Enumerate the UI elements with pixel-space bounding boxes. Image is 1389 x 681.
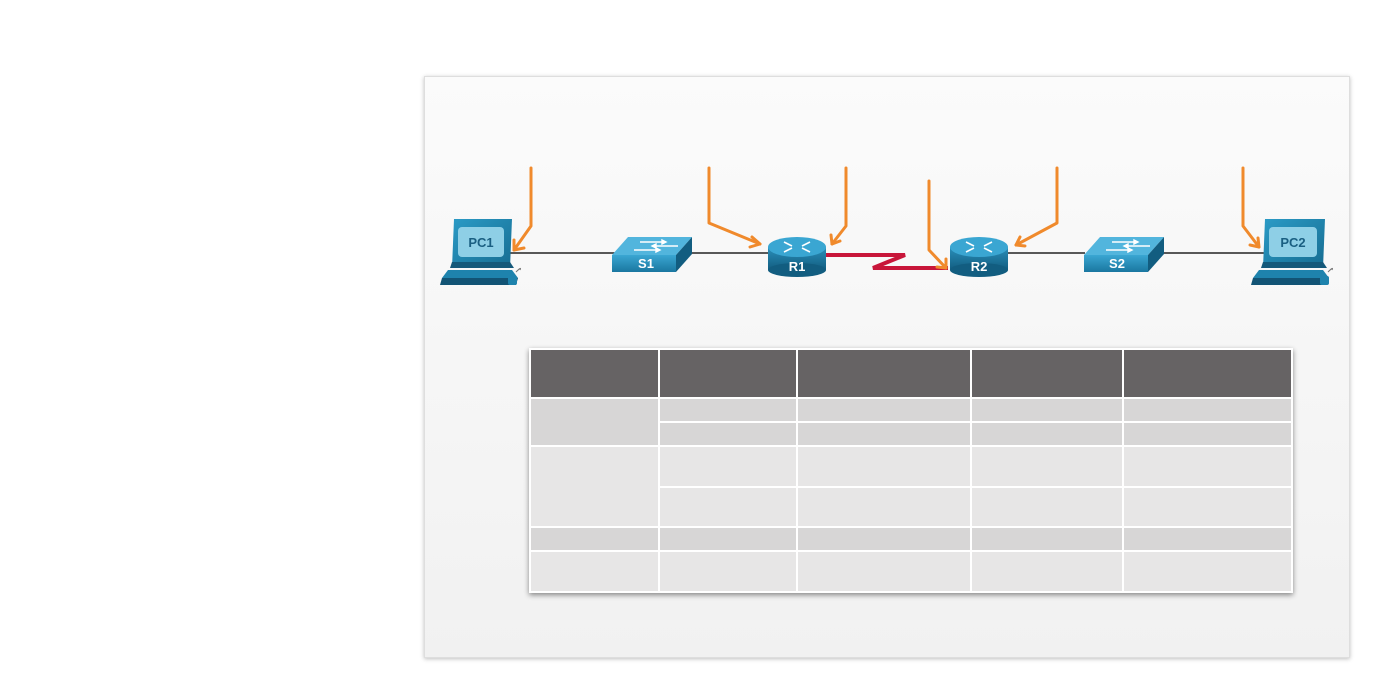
table-cell: [658, 526, 798, 553]
pointer-arrow-icon: [1241, 166, 1261, 249]
pointer-arrow-icon: [512, 166, 533, 252]
s1-device[interactable]: S1: [612, 237, 692, 272]
table-cell: [970, 485, 1124, 529]
router-icon: [950, 237, 1008, 277]
table-cell: [1122, 485, 1293, 529]
router-icon: [768, 237, 826, 277]
r1-label: R1: [789, 259, 806, 274]
pc-icon: [1251, 219, 1333, 285]
table-cell: [796, 444, 972, 488]
device-cell: [529, 397, 660, 447]
header-cell: [529, 347, 660, 400]
header-cell: [658, 347, 798, 400]
pointer-arrow-icon: [1014, 166, 1059, 248]
s1-label: S1: [638, 256, 654, 271]
pointer-arrow-icon: [707, 166, 762, 249]
table-cell: [1122, 526, 1293, 553]
device-cell: [529, 444, 660, 529]
r1-device[interactable]: R1: [768, 237, 826, 277]
table-row: [529, 550, 1293, 593]
table-cell: [970, 421, 1124, 447]
table-cell: [970, 526, 1124, 553]
links: [505, 252, 1265, 270]
pc1-device[interactable]: PC1: [440, 219, 521, 285]
addressing-table: [529, 347, 1293, 593]
table-row: [530, 485, 1293, 529]
pc2-device[interactable]: PC2: [1251, 219, 1333, 285]
device-cell: [529, 526, 660, 553]
table-cell: [796, 485, 972, 529]
table-header-row: [529, 347, 1293, 400]
s2-device[interactable]: S2: [1084, 237, 1164, 272]
device-cell: [529, 550, 660, 593]
table-row: [529, 444, 1293, 529]
table-cell: [1122, 421, 1293, 447]
pointer-arrow-icon: [927, 179, 948, 270]
table-cell: [796, 526, 972, 553]
table-cell: [658, 550, 798, 593]
table-cell: [970, 550, 1124, 593]
table-row: [529, 397, 1293, 447]
pc1-label: PC1: [468, 235, 493, 250]
pc2-label: PC2: [1280, 235, 1305, 250]
header-cell: [1122, 347, 1293, 400]
table-cell: [658, 444, 798, 488]
table-cell: [1122, 550, 1293, 593]
header-cell: [796, 347, 972, 400]
table-row: [529, 526, 1293, 553]
table-cell: [658, 485, 798, 529]
pointer-arrow-icon: [829, 166, 848, 246]
table-cell: [658, 397, 798, 424]
table-cell: [970, 444, 1124, 488]
table-cell: [970, 397, 1124, 424]
pc-icon: [440, 219, 521, 285]
table-cell: [658, 421, 798, 447]
s2-label: S2: [1109, 256, 1125, 271]
header-cell: [970, 347, 1124, 400]
table-cell: [796, 550, 972, 593]
table-cell: [796, 397, 972, 424]
switch-icon: [1084, 237, 1164, 272]
r2-label: R2: [971, 259, 988, 274]
table-cell: [1122, 444, 1293, 488]
pointer-arrows: [512, 166, 1261, 270]
table-cell: [1122, 397, 1293, 424]
r2-device[interactable]: R2: [950, 237, 1008, 277]
table-row: [530, 421, 1293, 447]
serial-link-r1-r2: [826, 253, 948, 270]
table-cell: [796, 421, 972, 447]
switch-icon: [612, 237, 692, 272]
